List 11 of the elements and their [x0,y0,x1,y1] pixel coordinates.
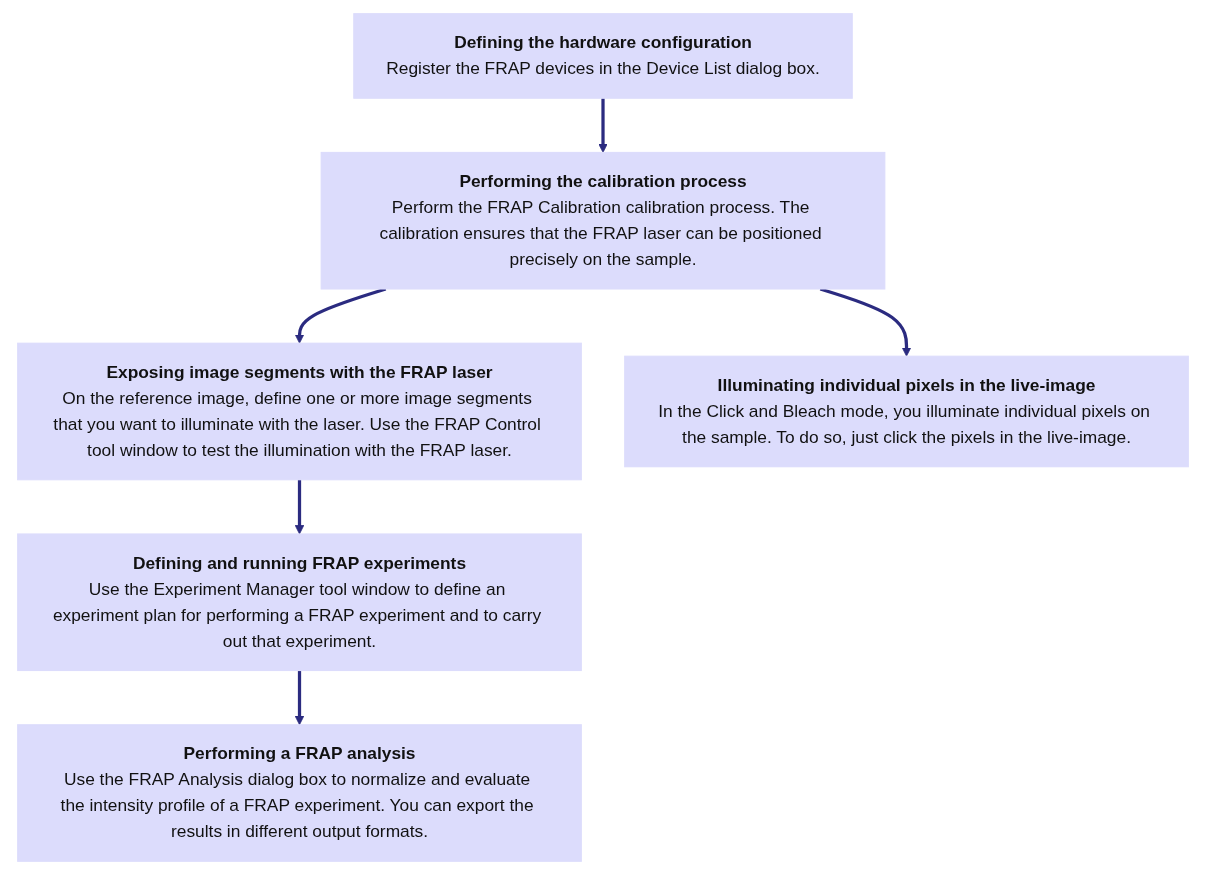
node-box: Defining the hardware configuration Register the FRAP devices in the Device List dialog box. [353,13,853,99]
arrow [294,479,305,535]
node-box: Performing the calibration process Perform the FRAP Calibration calibration process. The calibration ensures that the FRAP laser can be positioned precisely on the sample. [320,151,886,290]
node-box: Illuminating individual pixels in the live-image In the Click and Bleach mode, you illuminate individual pixels on the sample. To do so, just click the pixels in the live-image. [624,355,1189,468]
arrow [294,287,387,344]
node-box: Exposing image segments with the FRAP laser On the reference image, define one or more image segments that you want to illuminate with the laser. Use the FRAP Control tool window to test the illumination with the FRAP laser. [17,342,582,481]
arrow [819,287,912,357]
node-box: Performing a FRAP analysis Use the FRAP Analysis dialog box to normalize and evaluate the intensity profile of a FRAP experiment. You can export the results in different output formats. [17,724,582,862]
arrow [598,98,608,153]
arrow [294,670,305,726]
node-box: Defining and running FRAP experiments Use the Experiment Manager tool window to define an experiment plan for performing a FRAP experiment and to carry out that experiment. [17,533,582,672]
